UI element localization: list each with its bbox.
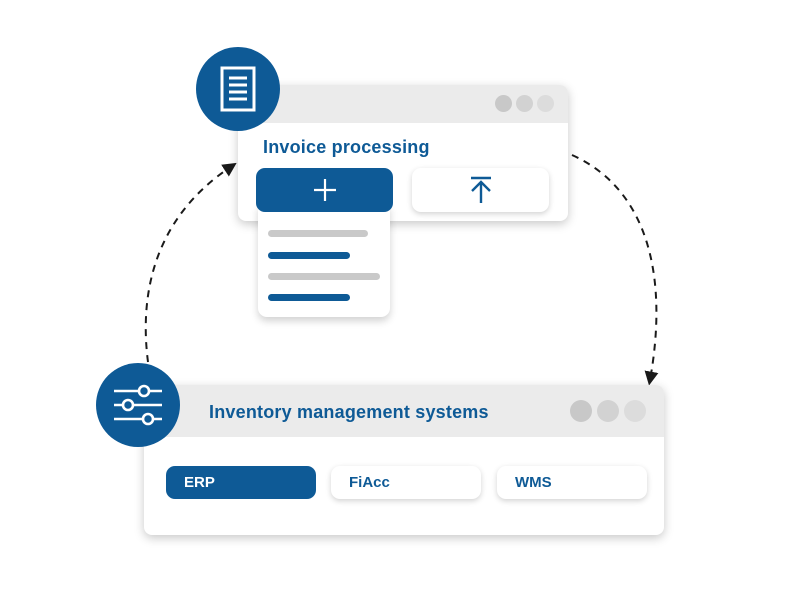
chip-wms[interactable]: WMS [497,466,647,499]
invoice-window-title: Invoice processing [263,137,430,157]
placeholder-line-blue [268,252,350,259]
document-badge [196,47,280,131]
placeholder-line-gray [268,230,368,237]
inventory-titlebar [144,385,664,437]
connector-right [571,154,659,386]
plus-icon [313,179,336,201]
window-controls [570,400,646,422]
window-dot-3[interactable] [537,95,554,112]
window-dot-1[interactable] [570,400,592,422]
upload-icon [470,176,491,203]
connector-left [144,162,237,363]
window-dot-2[interactable] [597,400,619,422]
upload-button[interactable] [412,168,549,212]
document-icon [220,66,256,112]
window-dot-1[interactable] [495,95,512,112]
add-button[interactable] [256,168,393,212]
window-dot-2[interactable] [516,95,533,112]
window-controls [495,95,554,112]
window-dot-3[interactable] [624,400,646,422]
dropdown-panel [258,205,390,317]
placeholder-line-gray [268,273,380,280]
placeholder-line-blue [268,294,350,301]
invoice-titlebar [238,85,568,123]
chip-erp[interactable]: ERP [166,466,316,499]
inventory-window [144,385,664,535]
inventory-window-title: Inventory management systems [209,402,489,422]
invoice-window: Invoice processing [238,85,568,221]
sliders-badge [96,363,180,447]
sliders-icon [114,384,162,426]
chip-fiacc[interactable]: FiAcc [331,466,481,499]
